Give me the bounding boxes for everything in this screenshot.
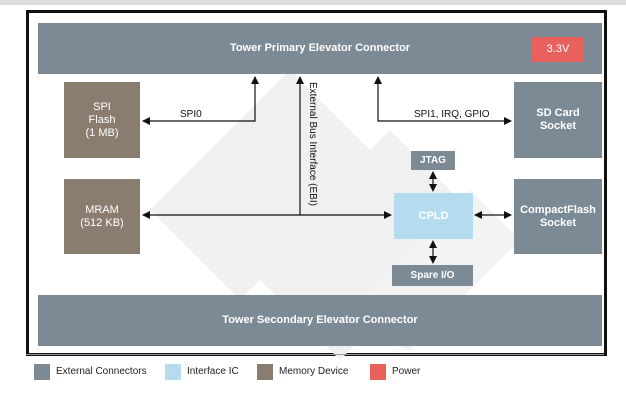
legend-swatch-external-connectors [34,364,50,380]
legend-label-external-connectors: External Connectors [56,366,147,377]
spi1-line [374,76,512,125]
jtag-label: JTAG [420,155,446,166]
primary-elevator-connector-label: Tower Primary Elevator Connector [229,42,411,54]
legend: External Connectors Interface IC Memory … [0,361,626,383]
spi1-signal-label: SPI1, IRQ, GPIO [414,109,490,120]
spi-flash-label: SPI Flash (1 MB) [85,100,119,139]
legend-swatch-memory-device [257,364,273,380]
legend-label-power: Power [392,366,421,377]
legend-label-interface-ic: Interface IC [187,366,239,377]
compactflash-socket: CompactFlash Socket [514,179,602,254]
ebi-signal-label: External Bus Interface (EBI) [307,82,318,206]
legend-swatch-power [370,364,386,380]
power-label: 3.3V [546,43,570,55]
mram-label: MRAM (512 KB) [80,203,124,229]
secondary-elevator-connector: Tower Secondary Elevator Connector [38,295,602,346]
legend-swatch-interface-ic [165,364,181,380]
cpld-label: CPLD [418,209,449,222]
spi0-signal-label: SPI0 [180,109,202,120]
top-rule [0,0,626,5]
compactflash-socket-label: CompactFlash Socket [520,203,596,229]
sd-card-socket: SD Card Socket [514,82,602,158]
spare-io-label: Spare I/O [410,270,455,281]
secondary-elevator-connector-label: Tower Secondary Elevator Connector [222,314,418,326]
cpld-block: CPLD [394,193,473,239]
spare-io-block: Spare I/O [392,265,473,286]
legend-label-memory-device: Memory Device [279,366,349,377]
primary-elevator-connector: Tower Primary Elevator Connector [38,23,602,74]
jtag-block: JTAG [411,151,455,170]
power-block: 3.3V [532,37,584,62]
sd-card-socket-label: SD Card Socket [536,107,580,132]
spi-flash-block: SPI Flash (1 MB) [64,82,140,158]
mram-block: MRAM (512 KB) [64,179,140,254]
spi0-line [142,76,259,125]
bottom-rule [26,354,604,355]
